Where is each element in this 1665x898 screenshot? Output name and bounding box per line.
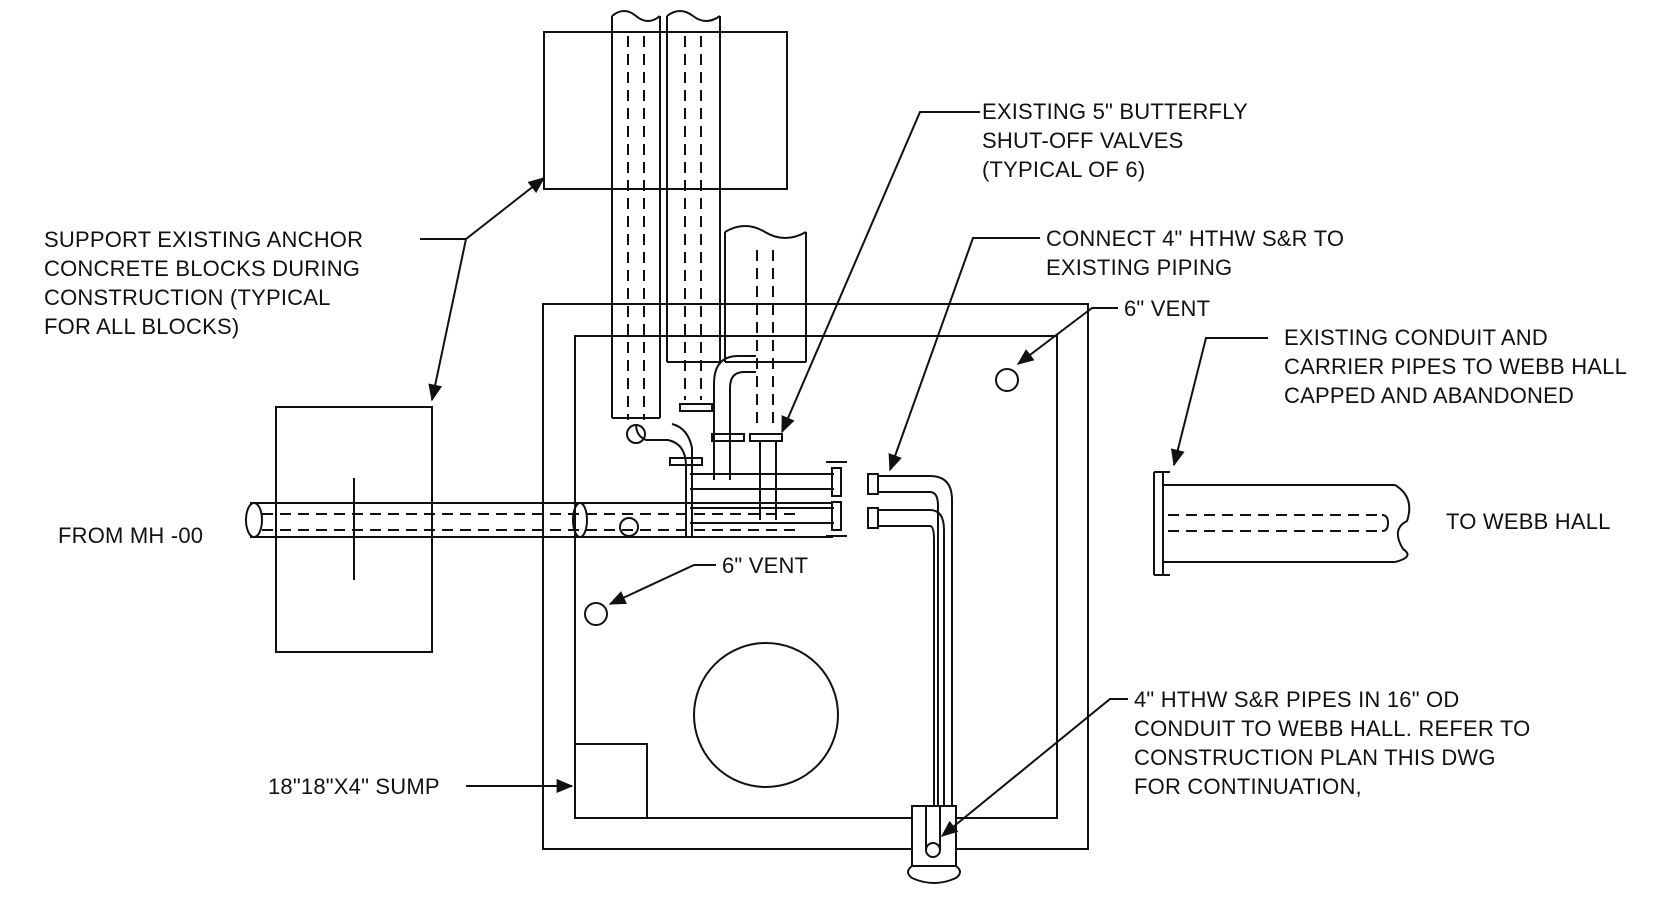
abandoned-conduit xyxy=(1153,471,1411,576)
hthw-connection xyxy=(867,473,953,808)
manhole-outer-wall xyxy=(542,303,1089,850)
leader-vent-top xyxy=(1016,307,1118,365)
sump xyxy=(574,743,648,819)
label-hthw-pipes: 4" HTHW S&R PIPES IN 16" OD CONDUIT TO W… xyxy=(1134,687,1531,799)
label-to-webb-hall: TO WEBB HALL xyxy=(1446,509,1611,534)
access-opening xyxy=(693,642,839,788)
vertical-conduit-1 xyxy=(611,10,661,420)
vent-circle-bottom xyxy=(584,602,608,626)
leader-support-left xyxy=(428,238,467,402)
leader-vent-bottom xyxy=(608,564,716,605)
internal-piping xyxy=(626,355,834,536)
label-connect-hthw: CONNECT 4" HTHW S&R TO EXISTING PIPING xyxy=(1046,226,1345,280)
label-support-blocks: SUPPORT EXISTING ANCHOR CONCRETE BLOCKS … xyxy=(44,227,364,339)
butterfly-valves xyxy=(669,403,847,537)
label-vent-top: 6" VENT xyxy=(1124,296,1211,321)
leader-existing-conduit xyxy=(1170,337,1268,467)
label-vent-bottom: 6" VENT xyxy=(722,553,809,578)
vertical-conduit-2 xyxy=(666,10,721,400)
label-sump: 18"18"X4" SUMP xyxy=(268,774,440,799)
leader-hthw xyxy=(940,698,1128,837)
leaders xyxy=(420,111,1268,837)
manhole-inner-wall xyxy=(574,335,1058,819)
leader-connect xyxy=(888,237,1040,472)
label-from-mh: FROM MH -00 xyxy=(58,523,204,548)
anchor-block-top xyxy=(543,31,788,190)
leader-support-top xyxy=(420,177,546,240)
leader-butterfly xyxy=(781,111,980,434)
label-butterfly-valves: EXISTING 5" BUTTERFLY SHUT-OFF VALVES (T… xyxy=(982,99,1248,182)
exit-conduit-bottom xyxy=(907,805,961,884)
label-existing-conduit: EXISTING CONDUIT AND CARRIER PIPES TO WE… xyxy=(1284,325,1628,408)
vertical-conduit-3 xyxy=(724,225,807,430)
vent-circle-top xyxy=(995,368,1019,392)
incoming-conduit xyxy=(245,502,833,538)
